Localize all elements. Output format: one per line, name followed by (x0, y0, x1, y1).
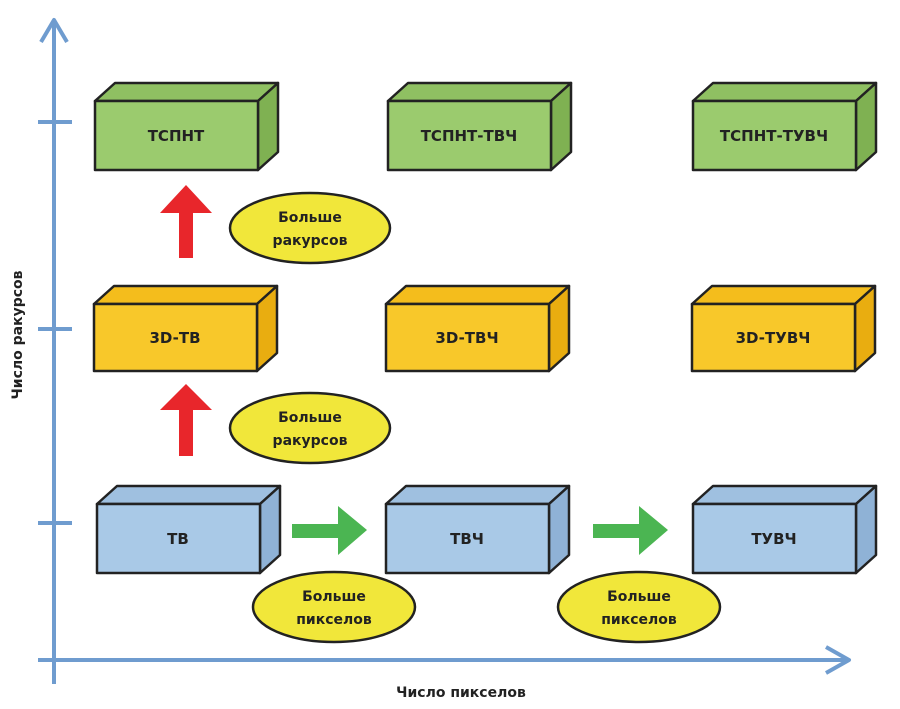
box-label: ТВЧ (450, 530, 484, 548)
box-label: ТУВЧ (751, 530, 796, 548)
ellipse-more-pixels-right: Больше пикселов (556, 570, 722, 644)
ellipse-line: Больше (278, 410, 342, 426)
arrow-up-lower (160, 384, 212, 456)
x-axis-arrowhead (825, 645, 851, 675)
ellipse-more-views-upper: Больше ракурсов (228, 191, 392, 265)
row-top: ТСПНТ ТСПНТ-ТВЧ ТСПНТ-ТУВЧ (93, 81, 878, 172)
ellipse-more-views-lower: Больше ракурсов (228, 391, 392, 465)
ellipse-line: ракурсов (273, 233, 348, 249)
row-bottom: ТВ ТВЧ ТУВЧ (95, 484, 878, 575)
box-3d-tv: 3D-ТВ (92, 284, 279, 373)
y-axis-label: Число ракурсов (10, 270, 26, 399)
axes: Число пикселов Число ракурсов (10, 18, 851, 701)
box-tuvch: ТУВЧ (691, 484, 878, 575)
box-label: 3D-ТВ (149, 329, 200, 347)
box-tv: ТВ (95, 484, 282, 575)
ellipse-line: Больше (607, 589, 671, 605)
row-middle: 3D-ТВ 3D-ТВЧ 3D-ТУВЧ (92, 284, 877, 373)
y-axis-arrowhead (39, 18, 69, 44)
ellipse-line: пикселов (601, 612, 677, 628)
box-3d-tvch: 3D-ТВЧ (384, 284, 571, 373)
box-tspnt-tvch: ТСПНТ-ТВЧ (386, 81, 573, 172)
box-label: ТСПНТ-ТУВЧ (720, 127, 828, 145)
box-3d-tuvch: 3D-ТУВЧ (690, 284, 877, 373)
x-axis-label: Число пикселов (396, 685, 526, 701)
ellipse-line: Больше (278, 210, 342, 226)
box-label: 3D-ТВЧ (435, 329, 498, 347)
box-label: ТСПНТ (148, 127, 205, 145)
box-label: ТСПНТ-ТВЧ (421, 127, 518, 145)
box-label: 3D-ТУВЧ (736, 329, 811, 347)
box-label: ТВ (167, 530, 189, 548)
ellipse-line: пикселов (296, 612, 372, 628)
box-tspnt: ТСПНТ (93, 81, 280, 172)
arrow-right-left (292, 506, 367, 555)
ellipse-more-pixels-left: Больше пикселов (251, 570, 417, 644)
box-tspnt-tuvch: ТСПНТ-ТУВЧ (691, 81, 878, 172)
ellipse-line: ракурсов (273, 433, 348, 449)
arrow-right-right (593, 506, 668, 555)
arrow-up-upper (160, 185, 212, 258)
box-tvch: ТВЧ (384, 484, 571, 575)
ellipse-line: Больше (302, 589, 366, 605)
